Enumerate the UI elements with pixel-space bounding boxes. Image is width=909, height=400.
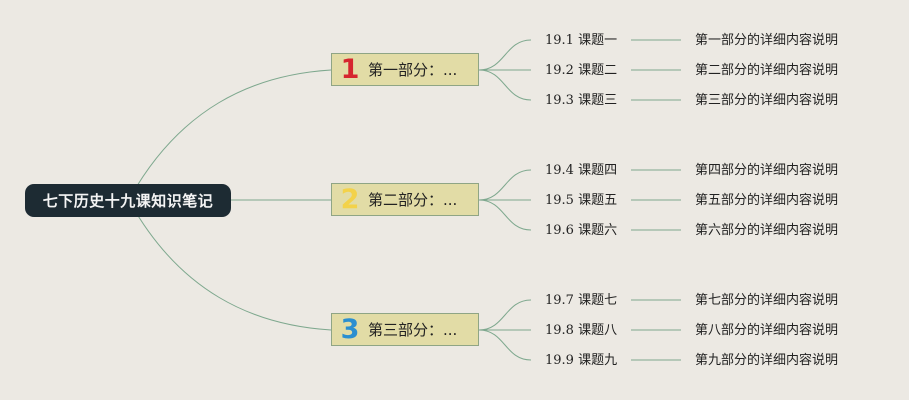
branch-to-topic-4-line	[478, 169, 532, 201]
branch-part-3[interactable]: 3 第三部分：...	[331, 313, 479, 346]
topic-19-9[interactable]: 19.9 课题九	[545, 353, 618, 368]
detail-19-8[interactable]: 第八部分的详细内容说明	[695, 323, 839, 338]
branch-to-topic-1-line	[478, 39, 532, 71]
detail-19-9[interactable]: 第九部分的详细内容说明	[695, 353, 839, 368]
topic-19-5[interactable]: 19.5 课题五	[545, 193, 618, 208]
topic-19-4[interactable]: 19.4 课题四	[545, 163, 618, 178]
root-topic-label: 七下历史十九课知识笔记	[42, 192, 214, 210]
branch-part-1[interactable]: 1 第一部分：...	[331, 53, 479, 86]
branch-to-topic-9-line	[478, 329, 532, 361]
branch-to-topic-7-line	[478, 299, 532, 331]
branch-to-topic-3-line	[478, 69, 532, 101]
topic-19-8[interactable]: 19.8 课题八	[545, 323, 618, 338]
number-three-icon: 3	[340, 314, 360, 345]
number-two-icon: 2	[340, 184, 360, 215]
branch-part-2[interactable]: 2 第二部分：...	[331, 183, 479, 216]
branch-label: 第二部分：...	[368, 191, 458, 209]
root-topic[interactable]: 七下历史十九课知识笔记	[25, 184, 231, 217]
topic-19-6[interactable]: 19.6 课题六	[545, 223, 618, 238]
branch-to-topic-6-line	[478, 199, 532, 231]
branch-label: 第三部分：...	[368, 321, 458, 339]
topic-19-2[interactable]: 19.2 课题二	[545, 63, 618, 78]
detail-19-3[interactable]: 第三部分的详细内容说明	[695, 93, 839, 108]
topic-19-3[interactable]: 19.3 课题三	[545, 93, 618, 108]
detail-19-4[interactable]: 第四部分的详细内容说明	[695, 163, 839, 178]
topic-19-1[interactable]: 19.1 课题一	[545, 33, 618, 48]
branch-label: 第一部分：...	[368, 61, 458, 79]
detail-19-6[interactable]: 第六部分的详细内容说明	[695, 223, 839, 238]
detail-19-5[interactable]: 第五部分的详细内容说明	[695, 193, 839, 208]
root-to-branch-1-line	[130, 69, 332, 197]
detail-19-2[interactable]: 第二部分的详细内容说明	[695, 63, 839, 78]
detail-19-7[interactable]: 第七部分的详细内容说明	[695, 293, 839, 308]
topic-19-7[interactable]: 19.7 课题七	[545, 293, 618, 308]
number-one-icon: 1	[340, 54, 360, 85]
detail-19-1[interactable]: 第一部分的详细内容说明	[695, 33, 839, 48]
root-to-branch-3-line	[130, 203, 332, 331]
